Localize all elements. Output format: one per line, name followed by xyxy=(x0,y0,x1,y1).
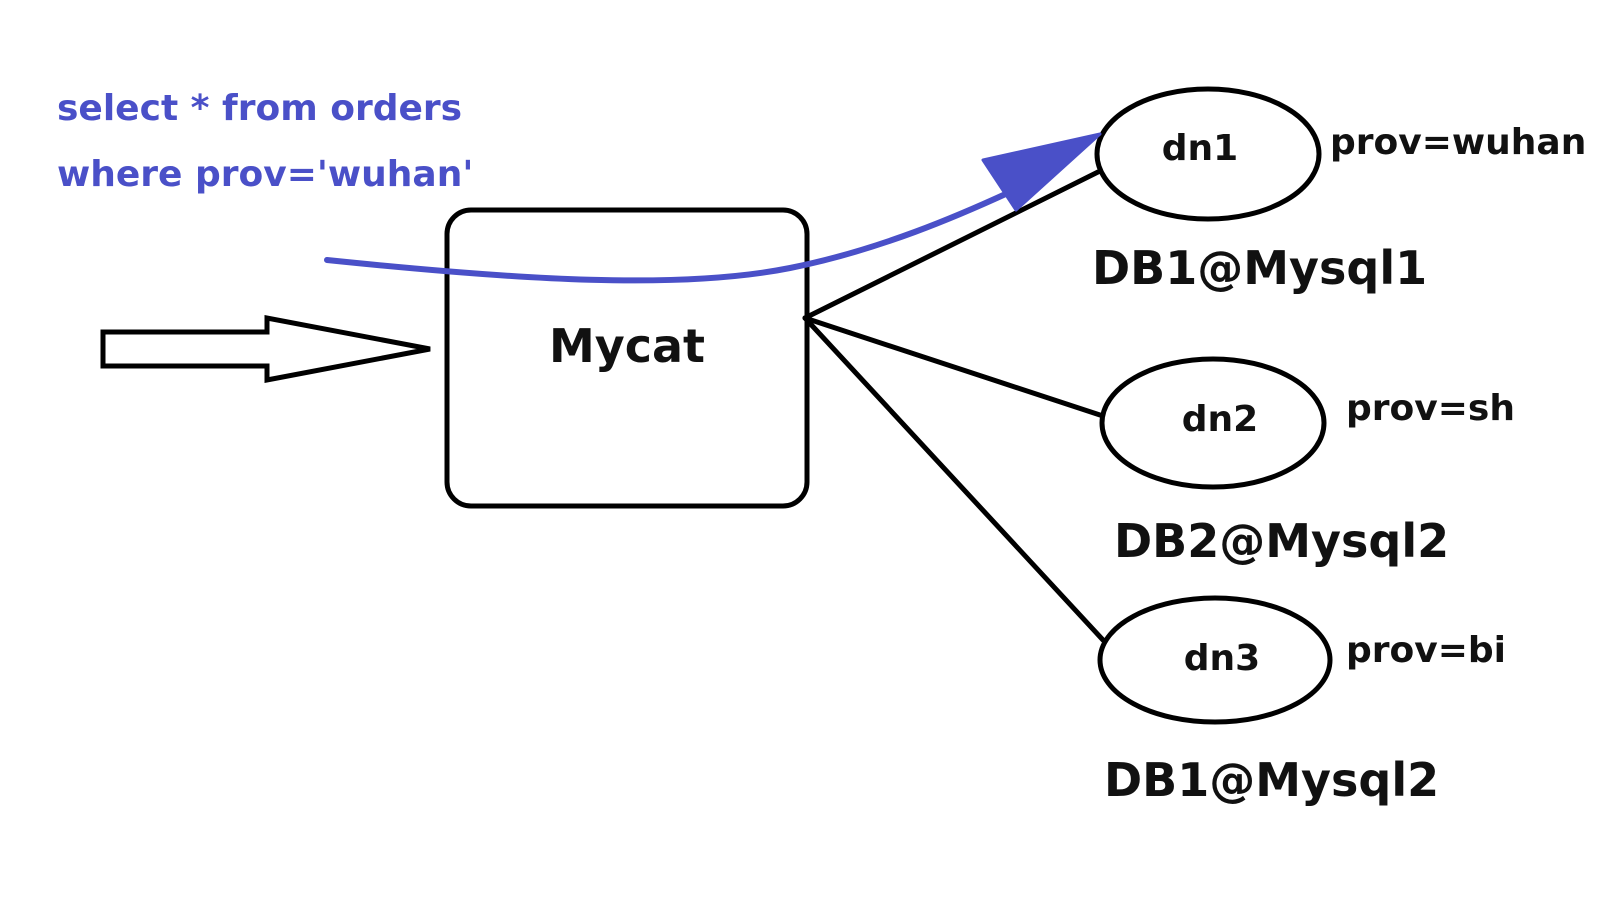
link-dn3 xyxy=(802,315,1106,643)
query-route-arrowhead xyxy=(981,132,1102,212)
mycat-box xyxy=(444,207,810,509)
node-dn2-label: dn2 xyxy=(1182,399,1258,440)
link-dn1 xyxy=(802,169,1101,321)
mycat-label: Mycat xyxy=(549,319,705,373)
node-dn2-ellipse xyxy=(1099,356,1327,490)
node-dn3-label: dn3 xyxy=(1184,638,1260,679)
node-dn2-database: DB2@Mysql2 xyxy=(1114,514,1449,568)
node-dn3-ellipse xyxy=(1097,595,1333,725)
node-dn1-rule: prov=wuhan xyxy=(1330,122,1586,163)
link-dn2 xyxy=(802,315,1103,418)
node-dn1-database: DB1@Mysql1 xyxy=(1092,241,1427,295)
query-line-2: where prov='wuhan' xyxy=(57,154,473,195)
node-dn1-ellipse xyxy=(1094,86,1322,222)
query-line-1: select * from orders xyxy=(57,88,462,129)
query-route-curve xyxy=(324,189,1013,284)
input-arrow xyxy=(100,314,431,384)
node-dn1-label: dn1 xyxy=(1162,128,1238,169)
node-dn3-rule: prov=bi xyxy=(1346,630,1506,671)
node-dn3-database: DB1@Mysql2 xyxy=(1104,753,1439,807)
node-dn2-rule: prov=sh xyxy=(1346,388,1515,429)
